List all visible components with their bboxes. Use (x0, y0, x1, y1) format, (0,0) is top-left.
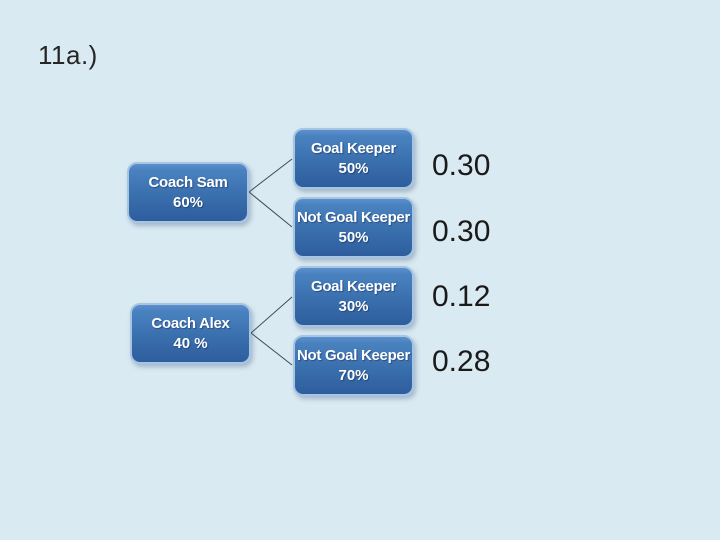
connector-sam-goalkeeper (248, 158, 293, 193)
node-label: Not Goal Keeper (296, 209, 411, 226)
node-sam-goalkeeper: Goal Keeper 50% (293, 128, 414, 189)
node-coach-sam: Coach Sam 60% (127, 162, 249, 223)
node-percent: 40 % (173, 335, 208, 352)
node-sam-notgoalkeeper: Not Goal Keeper 50% (293, 197, 414, 258)
node-coach-alex: Coach Alex 40 % (130, 303, 251, 364)
connector-alex-goalkeeper (250, 296, 293, 334)
node-label: Goal Keeper (310, 140, 397, 157)
node-percent: 50% (338, 160, 369, 177)
connector-sam-notgoalkeeper (248, 191, 293, 228)
node-label: Goal Keeper (310, 278, 397, 295)
probability-value-alex-goalkeeper: 0.12 (432, 280, 491, 313)
node-alex-notgoalkeeper: Not Goal Keeper 70% (293, 335, 414, 396)
node-percent: 60% (172, 194, 204, 211)
node-percent: 50% (338, 229, 369, 246)
node-label: Not Goal Keeper (296, 347, 411, 364)
connector-alex-notgoalkeeper (250, 332, 293, 366)
node-label: Coach Alex (151, 315, 230, 332)
page-title: 11a.) (38, 40, 98, 70)
node-alex-goalkeeper: Goal Keeper 30% (293, 266, 414, 327)
probability-value-sam-goalkeeper: 0.30 (432, 149, 491, 182)
node-label: Coach Sam (148, 174, 228, 191)
node-percent: 70% (338, 367, 369, 384)
probability-value-sam-notgoalkeeper: 0.30 (432, 215, 491, 248)
probability-value-alex-notgoalkeeper: 0.28 (432, 345, 491, 378)
node-percent: 30% (338, 298, 369, 315)
